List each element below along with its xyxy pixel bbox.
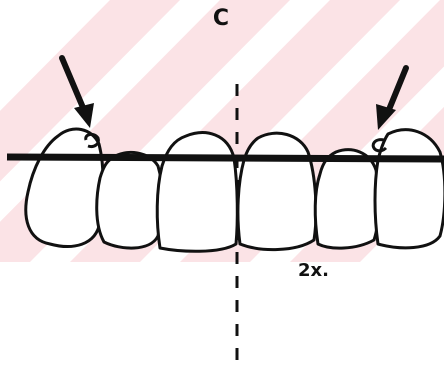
panel-label: C xyxy=(213,6,229,31)
tooth-2 xyxy=(97,152,163,248)
tooth-5 xyxy=(315,150,379,248)
tooth-3 xyxy=(157,133,237,252)
tooth-4 xyxy=(238,133,316,249)
occlusal-plane-line xyxy=(7,157,444,159)
magnification-note: 2x. xyxy=(298,260,329,281)
